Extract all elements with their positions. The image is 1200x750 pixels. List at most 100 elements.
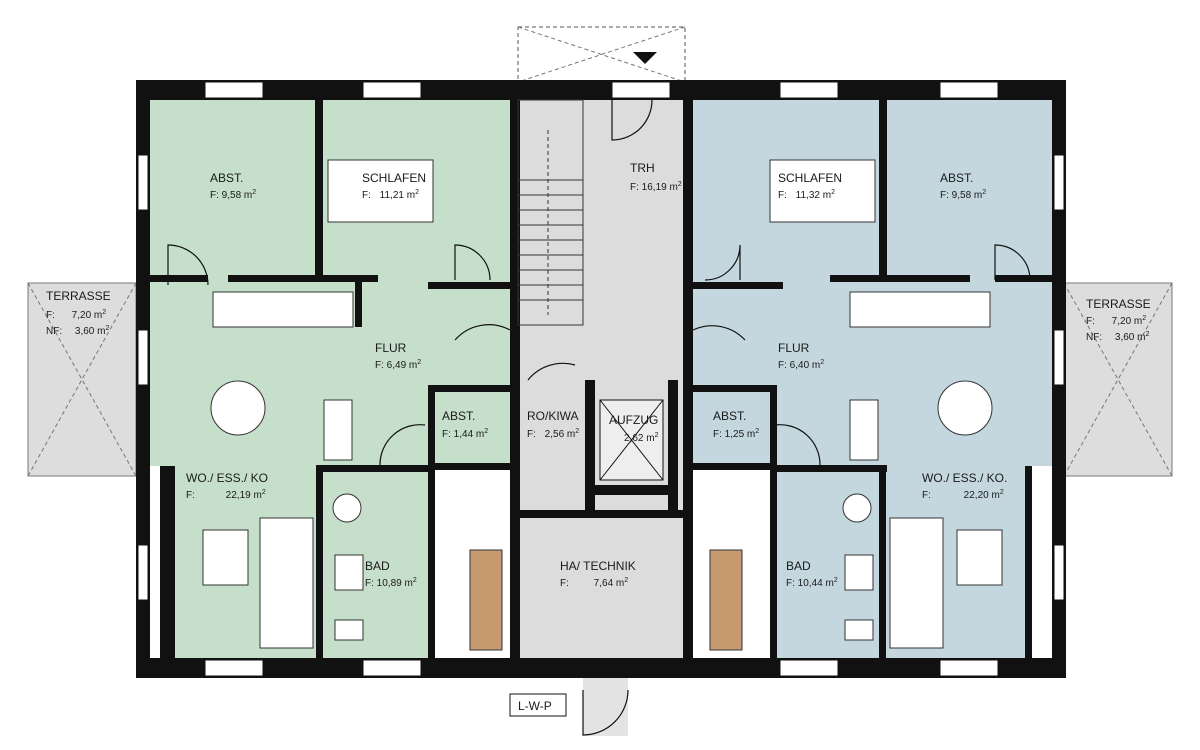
right-kitchen <box>849 291 991 328</box>
r-abst-small-title: ABST. <box>713 409 746 423</box>
l-abst-area-label: F: <box>210 190 219 201</box>
svg-text:F: 22,19 m2: F: 22,19 m2 <box>186 489 266 501</box>
l-flur-area-label: F: <box>375 360 384 371</box>
svg-text:F: 9,58 m2: F: 9,58 m2 <box>940 189 986 201</box>
r-flur-area-unit: 2 <box>820 359 824 366</box>
l-terrasse-nf-label: NF: <box>46 326 62 337</box>
l-abst-small-area-value: 1,44 m <box>454 429 485 440</box>
svg-text:F: 22,20 m2: F: 22,20 m2 <box>922 489 1004 501</box>
r-terrasse-nf-unit: 2 <box>1145 331 1149 338</box>
l-wohnen-area-label: F: <box>186 490 195 501</box>
l-abst-area-unit: 2 <box>252 189 256 196</box>
svg-text:F: 1,25 m2: F: 1,25 m2 <box>713 428 759 440</box>
l-flur-area-unit: 2 <box>417 359 421 366</box>
r-schlafen-title: SCHLAFEN <box>778 171 842 185</box>
l-bad-area-unit: 2 <box>413 577 417 584</box>
l-abst-area-value: 9,58 m <box>222 190 253 201</box>
rokiwa-area-unit: 2 <box>575 428 579 435</box>
l-schlafen-area-unit: 2 <box>415 189 419 196</box>
trh-area-value: 16,19 m <box>642 182 678 193</box>
svg-text:F: 10,89 m2: F: 10,89 m2 <box>365 577 417 589</box>
l-terrasse-f-value: 7,20 m <box>72 310 103 321</box>
r-abst-small-area-label: F: <box>713 429 722 440</box>
r-terrasse-nf-value: 3,60 m <box>1115 332 1146 343</box>
right-terrace <box>1063 282 1173 477</box>
left-sofa <box>259 517 314 649</box>
svg-text:F: 7,20 m2: F: 7,20 m2 <box>1086 315 1146 327</box>
windows <box>137 81 1065 677</box>
r-abst-area-value: 9,58 m <box>952 190 983 201</box>
right-terrace-floor <box>1063 282 1173 477</box>
svg-text:F: 1,44 m2: F: 1,44 m2 <box>442 428 488 440</box>
svg-text:F: 9,58 m2: F: 9,58 m2 <box>210 189 256 201</box>
l-schlafen-area-label: F: <box>362 190 371 201</box>
entrance-arrow-icon <box>633 52 657 64</box>
l-abst-small-title: ABST. <box>442 409 475 423</box>
r-flur-area-label: F: <box>778 360 787 371</box>
r-schlafen-area-label: F: <box>778 190 787 201</box>
aufzug-area-value: 2,62 m <box>624 433 655 444</box>
l-terrasse-nf-value: 3,60 m <box>75 326 106 337</box>
staircase <box>517 99 584 326</box>
trh-area-unit: 2 <box>678 181 682 188</box>
left-table <box>210 380 266 436</box>
l-terrasse-f-label: F: <box>46 310 55 321</box>
left-bed <box>327 159 434 223</box>
trh-area-label: F: <box>630 182 639 193</box>
right-bed <box>769 159 876 223</box>
r-schlafen-area-unit: 2 <box>831 189 835 196</box>
svg-text:NF: 3,60 m2: NF: 3,60 m2 <box>1086 331 1149 343</box>
r-flur-area-value: 6,40 m <box>790 360 821 371</box>
entrance-canopy <box>517 26 686 83</box>
l-bad-title: BAD <box>365 559 390 573</box>
l-wohnen-title: WO./ ESS./ KO <box>186 471 268 485</box>
aufzug-title: AUFZUG <box>609 413 658 427</box>
svg-text:2,62 m2: 2,62 m2 <box>624 432 659 444</box>
r-wohnen-area-value: 22,20 m <box>964 490 1000 501</box>
technik-floor <box>518 518 685 658</box>
r-wohnen-area-label: F: <box>922 490 931 501</box>
rokiwa-area-label: F: <box>527 429 536 440</box>
r-wohnen-area-unit: 2 <box>1000 489 1004 496</box>
right-sauna <box>709 549 743 651</box>
l-abst-small-area-label: F: <box>442 429 451 440</box>
l-bad-area-label: F: <box>365 578 374 589</box>
lwp-box: L-W-P <box>509 693 567 717</box>
svg-text:F: 16,19 m2: F: 16,19 m2 <box>630 181 682 193</box>
left-kitchen <box>212 291 354 328</box>
l-terrasse-nf-unit: 2 <box>105 325 109 332</box>
rokiwa-area-value: 2,56 m <box>545 429 576 440</box>
r-flur-title: FLUR <box>778 341 810 355</box>
rokiwa-title: RO/KIWA <box>527 409 579 423</box>
r-abst-small-area-value: 1,25 m <box>725 429 756 440</box>
right-table <box>937 380 993 436</box>
r-bad-area-unit: 2 <box>834 577 838 584</box>
r-terrasse-f-unit: 2 <box>1142 315 1146 322</box>
r-bad-area-label: F: <box>786 578 795 589</box>
r-bad-area-value: 10,44 m <box>798 578 834 589</box>
l-terrasse-f-unit: 2 <box>102 309 106 316</box>
l-abst-title: ABST. <box>210 171 243 185</box>
right-sofa <box>889 517 944 649</box>
technik-title: HA/ TECHNIK <box>560 559 636 573</box>
r-terrasse-title: TERRASSE <box>1086 297 1151 311</box>
svg-text:F: 6,40 m2: F: 6,40 m2 <box>778 359 824 371</box>
svg-text:NF: 3,60 m2: NF: 3,60 m2 <box>46 325 109 337</box>
r-abst-title: ABST. <box>940 171 973 185</box>
l-bad-area-value: 10,89 m <box>377 578 413 589</box>
svg-text:F: 11,21 m2: F: 11,21 m2 <box>362 189 419 201</box>
svg-text:F: 6,49 m2: F: 6,49 m2 <box>375 359 421 371</box>
r-terrasse-f-label: F: <box>1086 316 1095 327</box>
technik-area-unit: 2 <box>624 577 628 584</box>
room-labels: ABST. F: 9,58 m2 SCHLAFEN F: 11,21 m2 FL… <box>46 161 1151 589</box>
l-flur-title: FLUR <box>375 341 407 355</box>
l-terrasse-title: TERRASSE <box>46 289 111 303</box>
svg-text:F: 2,56 m2: F: 2,56 m2 <box>527 428 579 440</box>
right-unit-floor <box>688 100 1052 658</box>
r-terrasse-nf-label: NF: <box>1086 332 1102 343</box>
l-abst-small-area-unit: 2 <box>484 428 488 435</box>
elevator <box>599 399 664 481</box>
r-wohnen-title: WO./ ESS./ KO. <box>922 471 1007 485</box>
trh-title: TRH <box>630 161 655 175</box>
left-sauna <box>469 549 503 651</box>
